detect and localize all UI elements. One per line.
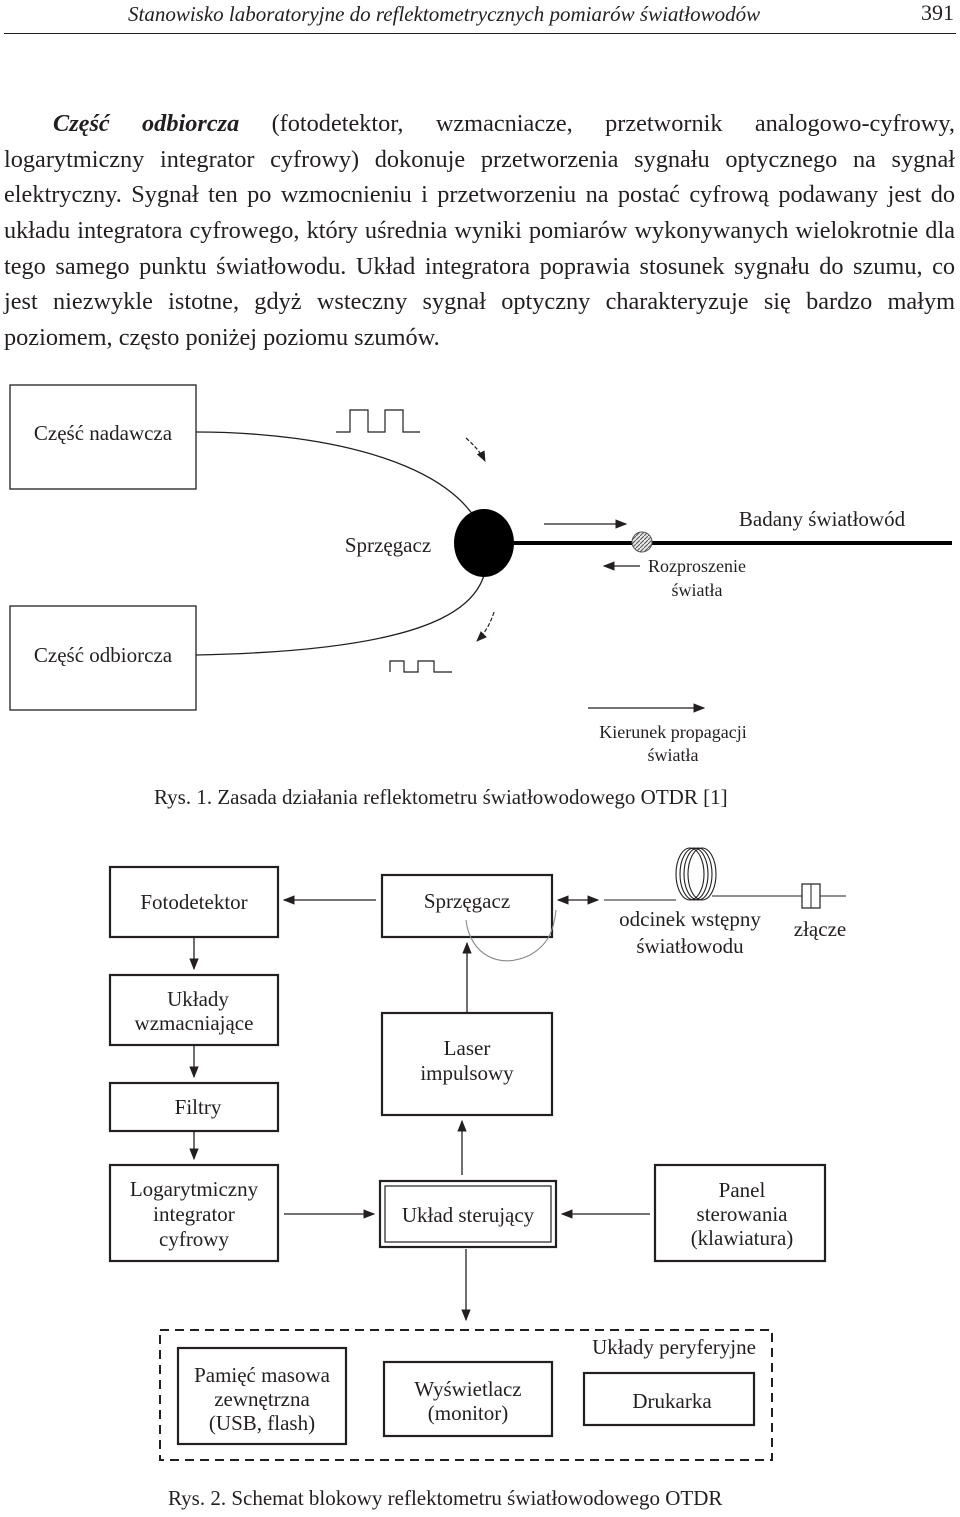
- scattering-label-2: światła: [672, 580, 723, 600]
- page-number: 391: [921, 0, 954, 25]
- header-rule: [4, 33, 956, 34]
- figure-1-caption: Rys. 1. Zasada działania reflektometru ś…: [154, 785, 728, 809]
- receiver-label: Część odbiorcza: [34, 643, 173, 667]
- control-unit-inner-border: [384, 1185, 552, 1243]
- laser-label-1: Laser: [444, 1036, 491, 1060]
- panel-label-2: sterowania: [697, 1202, 789, 1226]
- peripherals-label: Układy peryferyjne: [592, 1335, 756, 1359]
- figure-2-caption: Rys. 2. Schemat blokowy reflektometru św…: [168, 1486, 723, 1510]
- body-paragraph: Część odbiorcza (fotodetektor, wzmacniac…: [4, 106, 955, 355]
- fiber-coil-icon: [675, 847, 717, 901]
- control-panel-box: [653, 1163, 827, 1263]
- paragraph-body: (fotodetektor, wzmacniacze, przetwornik …: [4, 110, 955, 351]
- fiber-label: Badany światłowód: [739, 507, 906, 531]
- page-header: Stanowisko laboratoryjne do reflektometr…: [0, 0, 960, 34]
- integrator-box: [108, 1163, 280, 1263]
- receiver-box: [9, 605, 197, 711]
- backward-curve-arrow: [476, 611, 495, 642]
- integrator-label-1: Logarytmiczny: [130, 1177, 259, 1201]
- coupler-box: [380, 873, 554, 939]
- coupler-loop-line: [195, 431, 488, 656]
- laser-label-2: impulsowy: [420, 1061, 514, 1085]
- return-pulse-icon: [389, 660, 452, 673]
- fiber-section-label-1: odcinek wstępny: [619, 907, 761, 931]
- integrator-label-3: cyfrowy: [159, 1227, 229, 1251]
- display-box: [382, 1360, 554, 1438]
- photodetector-label: Fotodetektor: [140, 890, 247, 914]
- amplifiers-label-2: wzmacniające: [135, 1011, 254, 1035]
- transmitter-box: [9, 384, 197, 490]
- memory-label-1: Pamięć masowa: [194, 1363, 331, 1387]
- memory-label-3: (USB, flash): [209, 1411, 315, 1435]
- paragraph-lead: Część odbiorcza: [53, 110, 240, 138]
- display-label-1: Wyświetlacz: [414, 1377, 521, 1401]
- memory-box: [176, 1346, 348, 1446]
- coupler-label-fig1: Sprzęgacz: [345, 533, 431, 557]
- fiber-section-label-2: światłowodu: [636, 934, 744, 958]
- forward-curve-arrow: [465, 437, 486, 462]
- printer-box: [582, 1371, 756, 1427]
- propagation-label-1: Kierunek propagacji: [599, 722, 746, 742]
- coupler-fiber-loop: [465, 909, 557, 962]
- transmitter-label: Część nadawcza: [34, 421, 173, 445]
- memory-label-2: zewnętrzna: [214, 1387, 310, 1411]
- scattering-label-1: Rozproszenie: [648, 556, 746, 576]
- display-label-2: (monitor): [428, 1401, 508, 1425]
- integrator-label-2: integrator: [153, 1202, 235, 1226]
- peripherals-group: [159, 1329, 773, 1461]
- panel-label-3: (klawiatura): [691, 1226, 794, 1250]
- propagation-label-2: światła: [648, 745, 699, 765]
- coupler-label-fig2: Sprzęgacz: [424, 889, 510, 913]
- running-title: Stanowisko laboratoryjne do reflektometr…: [128, 2, 761, 26]
- control-unit-box: [378, 1179, 558, 1249]
- coupler-node: [454, 509, 514, 577]
- connector-label: złącze: [794, 917, 846, 941]
- figure-1: Część nadawcza Część odbiorcza Sprzęgacz…: [9, 384, 952, 765]
- printer-label: Drukarka: [632, 1389, 712, 1413]
- figure-2: Fotodetektor Sprzęgacz odcinek wstępny ś…: [108, 847, 846, 1461]
- amplifiers-label-1: Układy: [167, 987, 229, 1011]
- filters-label: Filtry: [175, 1095, 222, 1119]
- control-unit-label: Układ sterujący: [402, 1203, 535, 1227]
- panel-label-1: Panel: [719, 1178, 766, 1202]
- scattering-point-icon: [631, 531, 653, 553]
- outgoing-pulse-icon: [336, 409, 420, 433]
